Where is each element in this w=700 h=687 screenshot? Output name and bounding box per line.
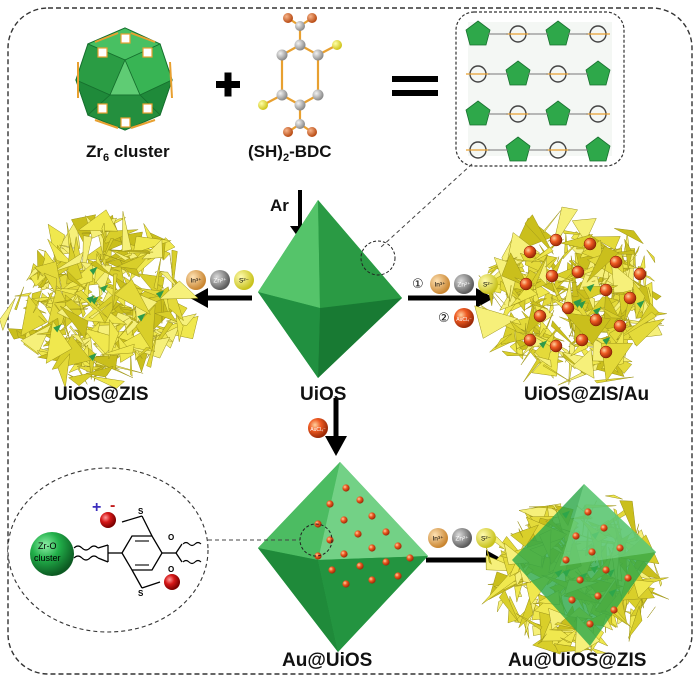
equals-sign-icon xyxy=(392,76,438,96)
ar-label: Ar xyxy=(270,196,289,216)
au-atom-bottom xyxy=(164,574,180,590)
zr-o-label-line1: Zr-O xyxy=(38,541,57,551)
auc-badge-down: AuCl₄⁻ xyxy=(308,418,328,438)
svg-text:AuCl₄⁻: AuCl₄⁻ xyxy=(310,427,326,433)
au-uios-label: Au@UiOS xyxy=(282,650,372,672)
uios-label: UiOS xyxy=(300,384,346,406)
linker-label: (SH)2-BDC xyxy=(248,142,332,162)
svg-text:S²⁻: S²⁻ xyxy=(481,536,492,543)
positive-charge-mark: + xyxy=(92,499,101,516)
svg-text:In³⁺: In³⁺ xyxy=(434,282,446,289)
auc-badge-step2: AuCl₄⁻ xyxy=(454,308,474,328)
zr6-cluster-icon xyxy=(76,28,172,130)
svg-text:In³⁺: In³⁺ xyxy=(432,536,444,543)
au-uios-octahedron-icon xyxy=(258,462,428,652)
svg-text:S: S xyxy=(138,589,144,598)
svg-text:In³⁺: In³⁺ xyxy=(190,278,202,285)
au-uios-zis-label: Au@UiOS@ZIS xyxy=(508,650,646,672)
negative-charge-mark: - xyxy=(110,497,115,514)
uios-zis-au-label: UiOS@ZIS/Au xyxy=(524,384,649,406)
framework-structure-inset xyxy=(456,12,624,166)
step-1-marker: ① xyxy=(412,277,424,292)
svg-text:AuCl₄⁻: AuCl₄⁻ xyxy=(456,317,472,323)
inset-leader-line xyxy=(380,164,472,248)
svg-text:Zn²⁺: Zn²⁺ xyxy=(213,278,227,285)
uios-octahedron-icon xyxy=(258,200,402,378)
sh2-bdc-molecule-icon xyxy=(258,13,342,137)
svg-text:S²⁻: S²⁻ xyxy=(483,282,494,289)
ion-badges-right-top: In³⁺ Zn²⁺ S²⁻ xyxy=(430,274,498,294)
au-uios-zis-particle-icon xyxy=(482,484,669,655)
svg-text:O: O xyxy=(168,565,174,574)
uios-zis-label: UiOS@ZIS xyxy=(54,384,149,406)
zr-o-label-line2: cluster xyxy=(34,553,61,563)
plus-sign-icon xyxy=(216,73,240,97)
zr6-cluster-label: Zr6 cluster xyxy=(86,142,170,162)
svg-text:Zn²⁺: Zn²⁺ xyxy=(457,282,471,289)
svg-text:S: S xyxy=(138,507,144,516)
svg-text:Zn²⁺: Zn²⁺ xyxy=(455,536,469,543)
svg-text:O: O xyxy=(168,533,174,542)
au-atom-top xyxy=(100,512,116,528)
ion-badges-left: In³⁺ Zn²⁺ S²⁻ xyxy=(186,270,254,290)
uios-zis-au-particle-icon xyxy=(475,207,667,385)
uios-zis-particle-icon xyxy=(0,210,198,389)
ion-badges-bottom: In³⁺ Zn²⁺ S²⁻ xyxy=(428,528,496,548)
down-arrow-head xyxy=(325,436,347,456)
step-2-marker: ② xyxy=(438,311,450,326)
svg-text:S²⁻: S²⁻ xyxy=(239,278,250,285)
